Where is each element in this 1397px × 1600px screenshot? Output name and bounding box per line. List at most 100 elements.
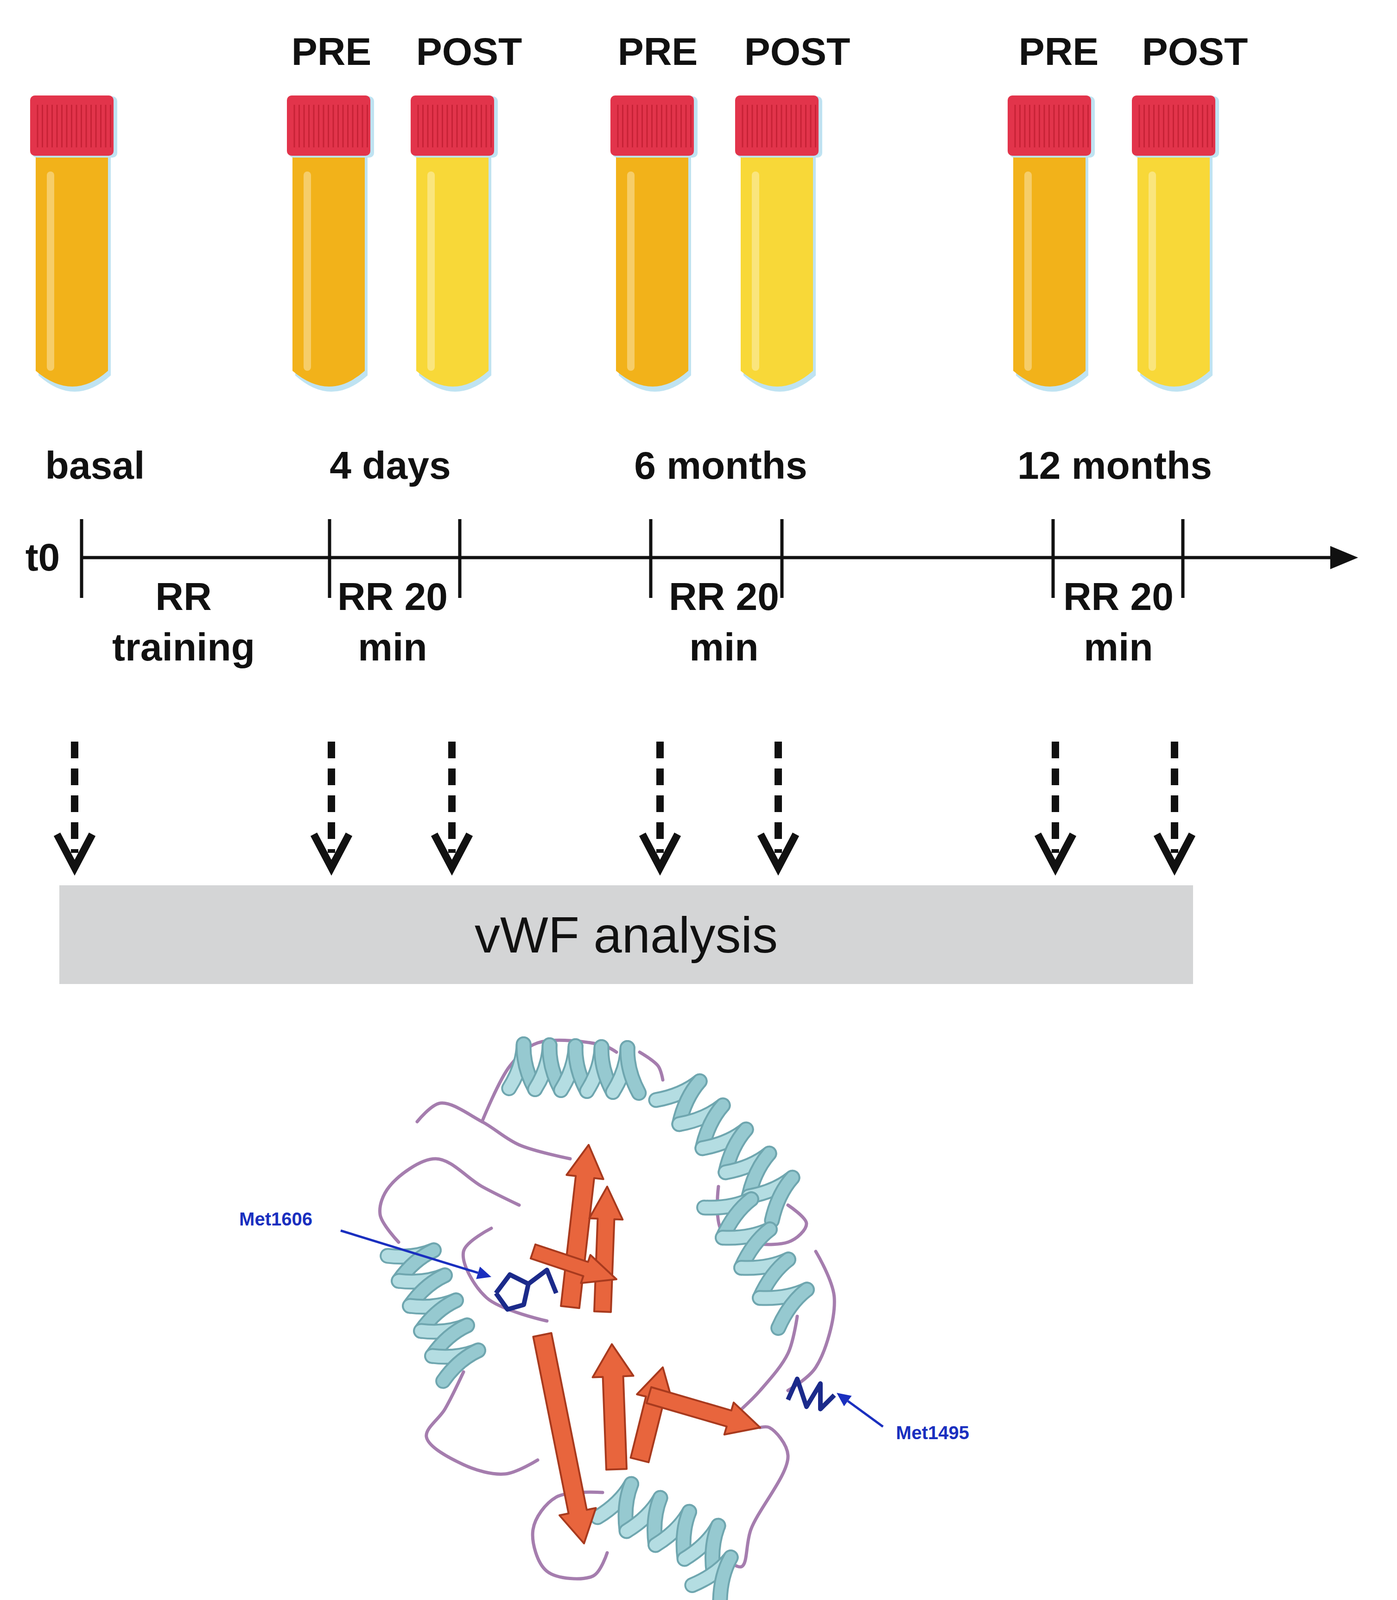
cap-ridge: [795, 104, 797, 148]
cap-ridge: [308, 104, 310, 148]
cap-ridge: [685, 104, 687, 148]
dashed-arrows: [57, 741, 1193, 868]
cap-ridge: [480, 104, 483, 148]
helix-turn: [719, 1557, 731, 1600]
cap-ridge: [1153, 104, 1155, 148]
alpha-helix: [704, 1199, 807, 1328]
cap-ridge: [775, 104, 778, 148]
tube-plasma: [740, 152, 813, 387]
cap-ridge: [1024, 104, 1026, 148]
cap-ridge: [622, 104, 624, 148]
cap-ridge: [814, 104, 817, 148]
cap-ridge: [800, 104, 802, 148]
dashed-arrow-head: [313, 834, 350, 868]
blood-tube: [610, 95, 698, 392]
coil-loop: [639, 1052, 663, 1080]
tube-shine: [751, 171, 760, 371]
axis-tick: [649, 519, 653, 598]
cap-ridge: [80, 104, 83, 148]
cap-ridge: [356, 104, 359, 148]
cap-ridge: [1148, 104, 1150, 148]
blood-tube: [410, 95, 498, 392]
cap-ridge: [810, 104, 812, 148]
protein-structure: [340, 1040, 883, 1600]
cap-ridge: [1172, 104, 1175, 148]
sample-label: POST: [1142, 26, 1249, 77]
cap-ridge: [1206, 104, 1209, 148]
cap-ridge: [636, 104, 639, 148]
cap-ridge: [466, 104, 468, 148]
interval-label: RR 20 min: [329, 571, 456, 673]
axis-tick: [1181, 519, 1185, 598]
cap-ridge: [361, 104, 364, 148]
cap-ridge: [771, 104, 773, 148]
leader-arrowhead: [476, 1266, 492, 1280]
cap-ridge: [451, 104, 453, 148]
cap-ridge: [90, 104, 92, 148]
helix-turn-edge: [778, 1289, 807, 1328]
tube-plasma: [416, 152, 489, 387]
tube-cap: [1007, 95, 1092, 156]
cap-ridge: [1192, 104, 1194, 148]
cap-ridge: [627, 104, 629, 148]
timepoint-label: 6 months: [634, 440, 807, 491]
cap-ridge: [342, 104, 344, 148]
cap-ridge: [441, 104, 444, 148]
alpha-helix: [692, 1557, 731, 1600]
cap-ridge: [1019, 104, 1021, 148]
cap-ridge: [303, 104, 305, 148]
residue-label: Met1606: [239, 1206, 313, 1232]
helix-turn-edge: [719, 1557, 731, 1600]
cap-ridge: [751, 104, 754, 148]
tube-shine: [427, 171, 435, 371]
sample-label: PRE: [617, 26, 699, 77]
dashed-arrow-head: [1156, 834, 1193, 868]
tube-plasma: [35, 152, 108, 387]
blood-tube: [1131, 95, 1220, 392]
cap-ridge: [656, 104, 658, 148]
cap-ridge: [785, 104, 788, 148]
interval-label: RR training: [110, 571, 257, 673]
blood-tube: [30, 95, 118, 392]
beta-strand: [589, 1186, 623, 1313]
tube-shine: [46, 171, 55, 371]
helix-turn: [771, 1177, 793, 1221]
cap-ridge: [1187, 104, 1189, 148]
cap-ridge: [660, 104, 663, 148]
tube-cap: [735, 95, 819, 156]
cap-ridge: [1177, 104, 1180, 148]
coil-loop: [417, 1103, 571, 1159]
cap-ridge: [1197, 104, 1199, 148]
cap-ridge: [323, 104, 325, 148]
dashed-arrow-shaft: [448, 741, 456, 853]
cap-ridge: [1138, 104, 1141, 148]
cap-ridge: [85, 104, 88, 148]
cap-ridge: [313, 104, 315, 148]
beta-strand: [646, 1387, 761, 1435]
tube-shine: [627, 171, 635, 371]
tube-plasma: [292, 152, 365, 387]
cap-ridge: [437, 104, 439, 148]
cap-ridge: [666, 104, 668, 148]
cap-ridge: [690, 104, 692, 148]
tube-cap: [286, 95, 371, 156]
cap-ridge: [347, 104, 349, 148]
coil-loop: [482, 1040, 617, 1122]
tube-cap: [30, 95, 114, 156]
cap-ridge: [1158, 104, 1160, 148]
cap-ridge: [352, 104, 354, 148]
cap-ridge: [1182, 104, 1184, 148]
cap-ridge: [327, 104, 330, 148]
cap-ridge: [631, 104, 634, 148]
methionine-sidechain: [495, 1274, 529, 1310]
leader-line: [847, 1401, 883, 1427]
cap-ridge: [1028, 104, 1031, 148]
tube-cap: [610, 95, 694, 156]
cap-ridge: [675, 104, 678, 148]
beta-strand: [630, 1367, 674, 1463]
cap-ridge: [1168, 104, 1170, 148]
cap-ridge: [1014, 104, 1016, 148]
cap-ridge: [641, 104, 643, 148]
cap-ridge: [61, 104, 63, 148]
